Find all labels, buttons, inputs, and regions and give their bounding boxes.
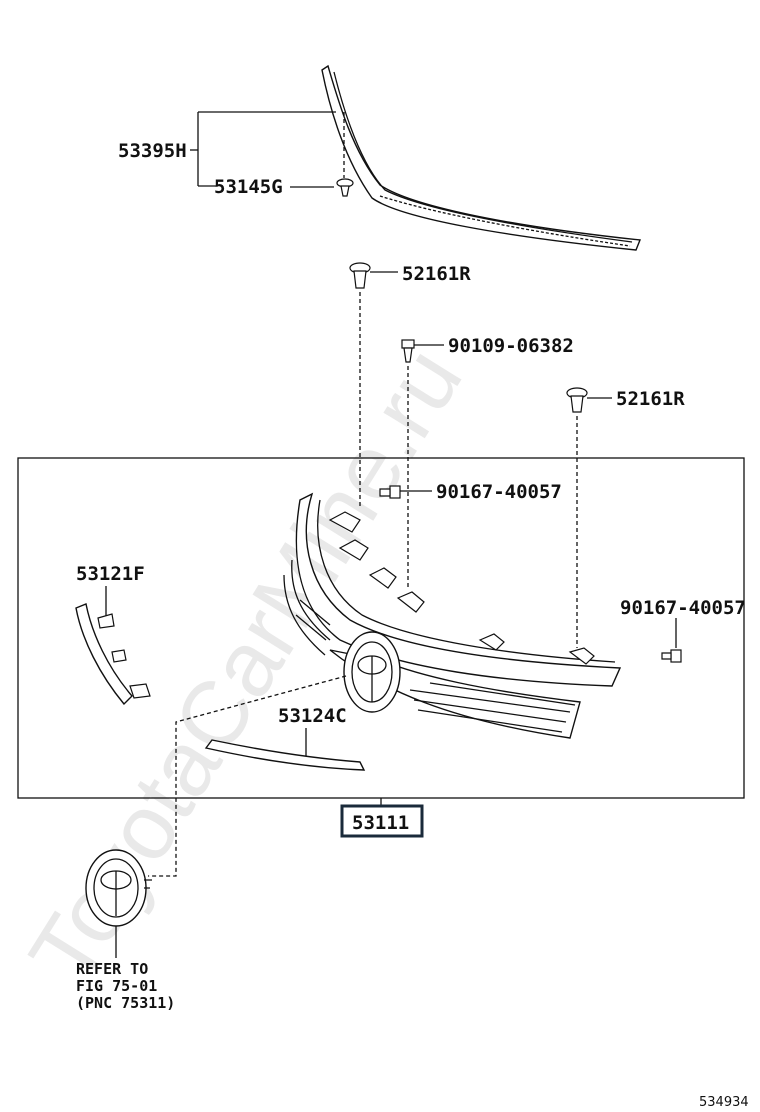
part-label-52161R-left: 52161R <box>402 263 471 285</box>
screw-90109-06382: 90109-06382 <box>401 335 574 590</box>
part-label-90109-06382: 90109-06382 <box>448 335 574 357</box>
refer-line-1: REFER TO <box>76 960 148 978</box>
refer-line-3: (PNC 75311) <box>76 994 175 1012</box>
grille-molding-strip <box>321 64 641 251</box>
part-label-90167-40057-upper: 90167-40057 <box>436 481 562 503</box>
assembly-label-53111: 53111 <box>340 798 424 838</box>
grille-lower-molding-53124C: 53124C <box>204 705 366 771</box>
part-label-53124C: 53124C <box>278 705 347 727</box>
part-label-53111: 53111 <box>352 812 409 834</box>
refer-line-2: FIG 75-01 <box>76 977 157 995</box>
clip-52161R-left: 52161R <box>349 262 471 508</box>
emblem-reference: REFER TO FIG 75-01 (PNC 75311) <box>76 849 175 1012</box>
figure-number: 534934 <box>699 1095 749 1110</box>
part-label-53395H: 53395H <box>118 140 187 162</box>
clip-53145G <box>336 178 354 197</box>
clip-52161R-right: 52161R <box>566 387 685 648</box>
part-label-53145G: 53145G <box>214 176 283 198</box>
part-label-90167-40057-right: 90167-40057 <box>620 597 746 619</box>
grille-side-molding-53121F: 53121F <box>75 563 151 706</box>
emblem-leader <box>148 675 347 877</box>
callout-53395H: 53395H 53145G <box>118 111 345 198</box>
part-label-52161R-right: 52161R <box>616 388 685 410</box>
radiator-grille <box>283 492 622 739</box>
screw-90167-40057-right: 90167-40057 <box>620 597 746 663</box>
part-label-53121F: 53121F <box>76 563 145 585</box>
screw-90167-40057-upper: 90167-40057 <box>379 481 562 503</box>
watermark: ToyotaCarMine.ru <box>10 331 481 1001</box>
